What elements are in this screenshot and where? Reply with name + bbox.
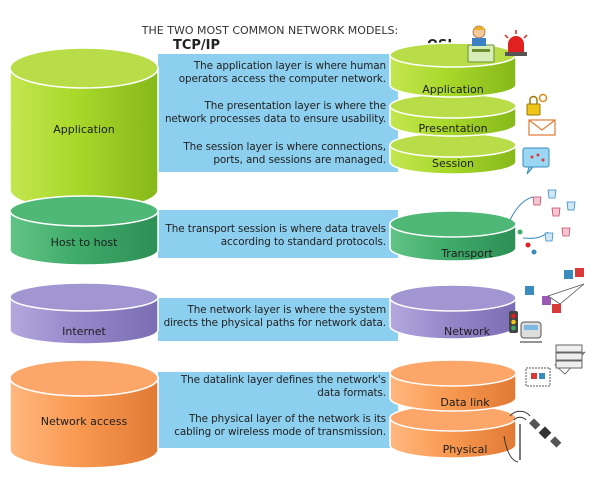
osi-cylinder-network: Network: [389, 284, 517, 340]
buckets-icon: [509, 189, 576, 255]
osi-label-data-link: Data link: [440, 396, 490, 409]
antenna-icon: [503, 410, 531, 463]
osi-cylinder-transport: Transport: [389, 210, 517, 262]
osi-label-transport: Transport: [440, 247, 493, 260]
osi-label-session: Session: [432, 157, 474, 170]
osi-cylinder-physical: Physical: [389, 404, 517, 459]
desc-transport-line-2: according to standard protocols.: [220, 236, 386, 248]
diagram-title: THE TWO MOST COMMON NETWORK MODELS:: [141, 24, 399, 37]
desc-data-link-line-2: data formats.: [317, 387, 386, 399]
envelope-icon: [528, 119, 556, 136]
chat-bubble-icon: [522, 147, 550, 175]
desc-physical-line-1: The physical layer of the network is its: [188, 413, 386, 425]
data-link-puzzle-icon: [525, 367, 551, 387]
osi-cylinder-presentation: Presentation: [389, 93, 517, 137]
operator-icon: [467, 25, 495, 63]
osi-cylinder-data-link: Data link: [389, 359, 517, 412]
osi-label-physical: Physical: [443, 443, 488, 456]
tcpip-cylinder-host-to-host: Host to host: [9, 195, 159, 266]
tcpip-label-application: Application: [53, 123, 114, 136]
desc-session-line-1: The session layer is where connections,: [183, 141, 386, 153]
satellite-icon: [529, 418, 562, 448]
alarm-light-icon: [504, 30, 528, 56]
desc-presentation-line-1: The presentation layer is where the: [204, 100, 387, 112]
tcpip-label-network-access: Network access: [41, 415, 128, 428]
server-icon: [555, 344, 583, 369]
desc-session-line-2: ports, and sessions are managed.: [213, 154, 386, 166]
band-network: [158, 298, 398, 341]
desc-data-link: The datalink layer defines the network's…: [160, 374, 386, 400]
desc-presentation-line-2: network processes data to ensure usabili…: [164, 113, 386, 125]
desc-physical: The physical layer of the network is its…: [160, 413, 386, 439]
desc-application-line-2: operators access the computer network.: [178, 73, 386, 85]
desc-application-line-1: The application layer is where human: [193, 60, 386, 72]
desc-session: The session layer is where connections, …: [160, 141, 386, 167]
osi-cylinder-session: Session: [389, 132, 517, 175]
tcpip-header: TCP/IP: [173, 38, 221, 53]
tcpip-label-host-to-host: Host to host: [51, 236, 119, 249]
desc-transport-line-1: The transport session is where data trav…: [165, 223, 387, 235]
tcpip-cylinder-network-access: Network access: [9, 359, 159, 469]
tcpip-label-internet: Internet: [62, 325, 106, 338]
band-transport: [158, 210, 398, 258]
desc-physical-line-2: cabling or wireless mode of transmission…: [174, 426, 386, 438]
desc-network-line-2: directs the physical paths for network d…: [163, 317, 387, 329]
osi-label-presentation: Presentation: [418, 122, 487, 135]
tcpip-cylinder-application: Application: [9, 47, 159, 211]
osi-label-network: Network: [444, 325, 491, 338]
train-icon: [520, 321, 542, 343]
puzzle-icon: [525, 268, 584, 313]
desc-application: The application layer is where human ope…: [160, 60, 386, 86]
traffic-light-icon: [509, 311, 518, 333]
desc-transport: The transport session is where data trav…: [160, 223, 387, 249]
tcpip-cylinder-internet: Internet: [9, 282, 159, 345]
desc-network: The network layer is where the system di…: [160, 304, 387, 330]
desc-network-line-1: The network layer is where the system: [187, 304, 386, 316]
description-bands: [158, 54, 398, 448]
band-data-link-physical: [158, 372, 398, 448]
desc-presentation: The presentation layer is where the netw…: [160, 100, 386, 126]
desc-data-link-line-1: The datalink layer defines the network's: [180, 374, 386, 386]
osi-label-application: Application: [422, 83, 483, 96]
osi-cylinder-application: Application: [389, 42, 517, 98]
lock-key-icon: [526, 93, 548, 116]
band-application: [158, 54, 398, 172]
